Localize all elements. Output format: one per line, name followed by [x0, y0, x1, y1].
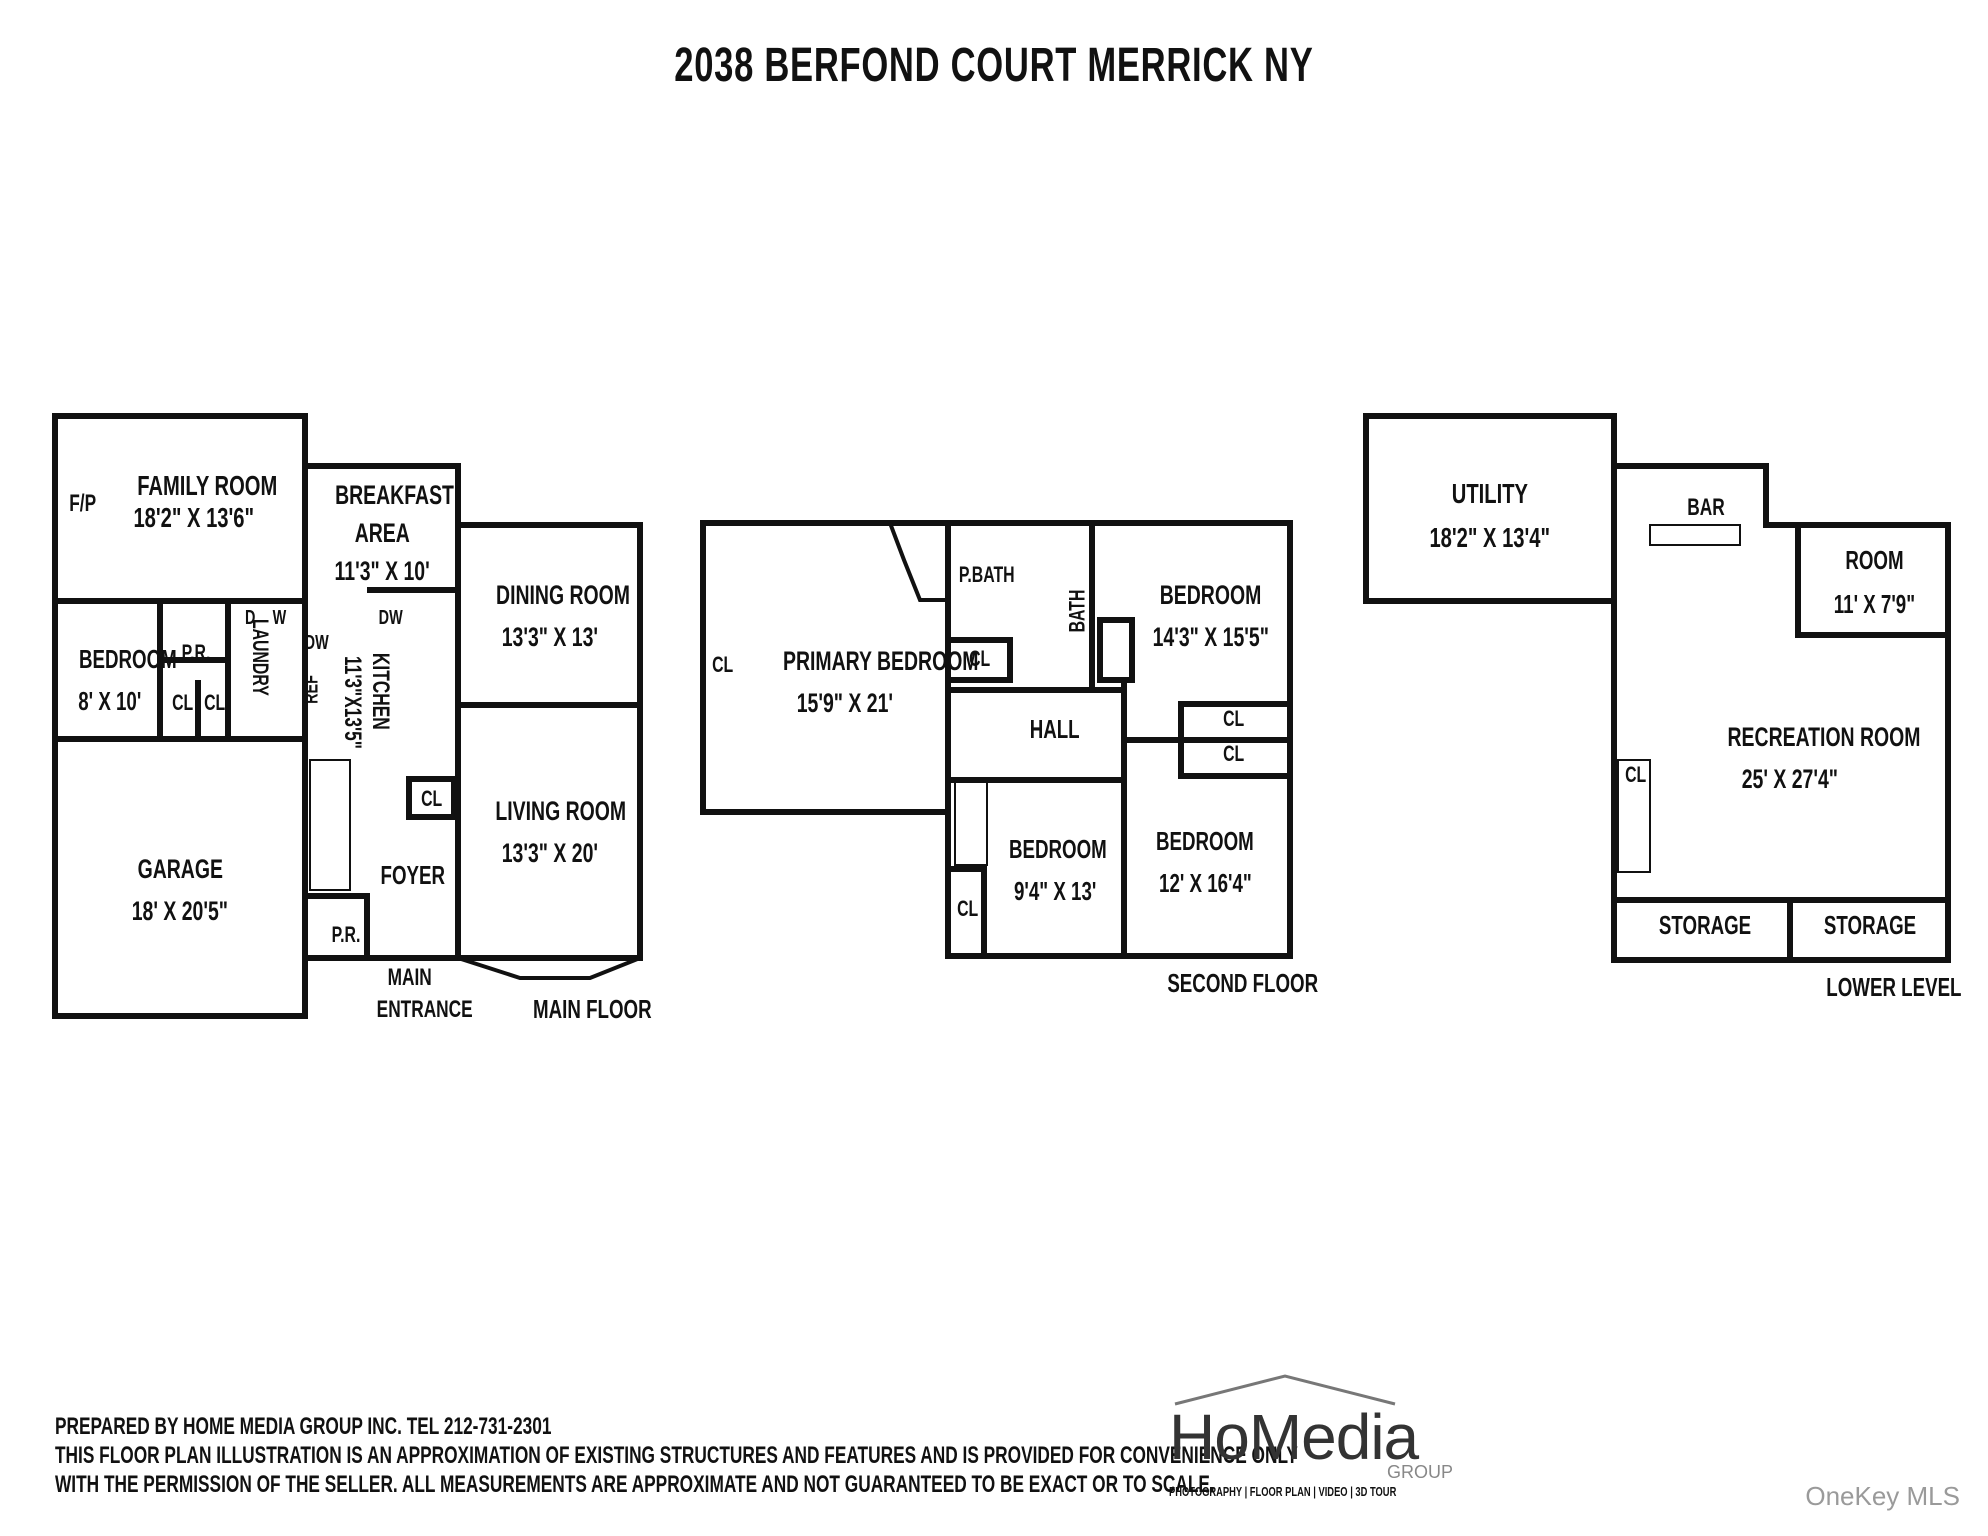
closet-label: CL: [204, 690, 226, 715]
homedia-logo: HoMedia GROUP PHOTOGRAPHY | FLOOR PLAN |…: [1165, 1372, 1485, 1502]
utility-label: UTILITY 18'2" X 13'4": [1429, 478, 1551, 553]
second-floor-walls: [700, 520, 1293, 959]
dishwasher-label: DW: [378, 607, 403, 629]
closet-label: CL: [969, 646, 991, 671]
primary-bath-label: P.BATH: [958, 562, 1015, 587]
refrigerator-label: REF: [300, 675, 323, 704]
logo-roof-icon: [1174, 1374, 1396, 1406]
powder-room-label: P.R.: [181, 640, 211, 665]
closet-label: CL: [172, 690, 194, 715]
room-label: ROOM 11' X 7'9": [1833, 545, 1915, 619]
powder-room-label: P.R.: [331, 922, 361, 947]
breakfast-area-label: BREAKFAST AREA 11'3" X 10': [334, 480, 454, 586]
disclaimer-footer: PREPARED BY HOME MEDIA GROUP INC. TEL 21…: [55, 1412, 1781, 1499]
closet-label: CL: [1223, 706, 1245, 731]
family-room-label: FAMILY ROOM 18'2" X 13'6": [133, 470, 278, 533]
lower-level-label: LOWER LEVEL: [1826, 972, 1962, 1002]
dryer-label: D: [245, 607, 256, 629]
recreation-room-label: RECREATION ROOM 25' X 27'4": [1727, 722, 1921, 794]
dining-room-label: DINING ROOM 13'3" X 13': [496, 580, 630, 652]
main-entrance-label: MAIN ENTRANCE: [376, 964, 473, 1023]
living-room-label: LIVING ROOM 13'3" X 20': [495, 796, 627, 868]
foyer-label: FOYER: [380, 860, 446, 890]
bedroom-second-c-label: BEDROOM 12' X 16'4": [1156, 826, 1254, 898]
fireplace-label: F/P: [69, 490, 97, 517]
hall-label: HALL: [1030, 714, 1080, 744]
bedroom-second-a-label: BEDROOM 14'3" X 15'5": [1152, 580, 1269, 652]
closet-label: CL: [1223, 741, 1245, 766]
storage-label: STORAGE: [1658, 910, 1752, 940]
logo-tagline: PHOTOGRAPHY | FLOOR PLAN | VIDEO | 3D TO…: [1169, 1484, 1397, 1499]
footer-prepared-by: PREPARED BY HOME MEDIA GROUP INC. TEL 21…: [55, 1413, 552, 1440]
bedroom-second-b-label: BEDROOM 9'4" X 13': [1009, 834, 1107, 906]
kitchen-label: KITCHEN 11'3"X13'5": [339, 652, 394, 749]
main-floor-label: MAIN FLOOR: [533, 994, 652, 1024]
footer-disclaimer-2: WITH THE PERMISSION OF THE SELLER. ALL M…: [55, 1471, 1215, 1498]
primary-bedroom-label: PRIMARY BEDROOM 15'9" X 21': [783, 646, 979, 718]
bar-label: BAR: [1687, 494, 1725, 521]
second-floor-label: SECOND FLOOR: [1167, 968, 1319, 998]
logo-group: GROUP: [1387, 1462, 1454, 1482]
closet-label: CL: [712, 652, 734, 677]
logo-wordmark: HoMedia: [1169, 1401, 1419, 1473]
closet-label: CL: [957, 896, 979, 921]
dishwasher-label: DW: [304, 632, 329, 654]
watermark: OneKey MLS: [1805, 1481, 1960, 1511]
bedroom-main-label: BEDROOM 8' X 10': [78, 644, 177, 716]
bath-label: BATH: [1064, 589, 1090, 633]
storage-label: STORAGE: [1823, 910, 1917, 940]
page-title: 2038 BERFOND COURT MERRICK NY: [674, 39, 1314, 92]
lower-level-walls: [1363, 413, 1951, 963]
washer-label: W: [272, 607, 287, 629]
closet-label: CL: [421, 786, 443, 811]
main-floor-walls: [52, 413, 643, 1019]
footer-disclaimer-1: THIS FLOOR PLAN ILLUSTRATION IS AN APPRO…: [55, 1442, 1298, 1469]
closet-label: CL: [1625, 762, 1647, 787]
garage-label: GARAGE 18' X 20'5": [131, 854, 229, 926]
